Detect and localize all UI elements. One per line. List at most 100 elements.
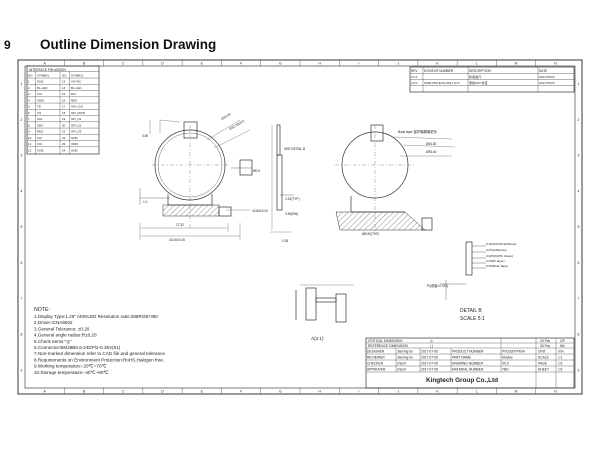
title-block-cell: CHECKER [367, 362, 384, 366]
detail-title: DETAIL B [460, 308, 482, 314]
dim-side-2: 0.35 [282, 239, 288, 243]
title-block-cell: 2017-07-05 [421, 362, 438, 366]
frame-row-right: 3 [578, 154, 580, 158]
pin-cell: VCI [37, 92, 42, 96]
rev-header: DATE [539, 69, 547, 73]
frame-row-right: 5 [578, 225, 580, 229]
pin-cell: VSYNC [71, 80, 82, 84]
dim-back-2: ØB.50(TYP) [362, 232, 379, 236]
title-block-cell: 2017-07-05 [421, 368, 438, 372]
frame-col-bottom: C [122, 390, 125, 394]
pin-cell: 21 [62, 130, 66, 134]
title-block-cell: PVO330YPK04 [502, 350, 525, 354]
dim-front-2: 27.32 [176, 223, 184, 227]
section-view-label: A(2:1) [311, 336, 324, 341]
frame-row-right: 6 [578, 261, 580, 265]
title-block: CRITICAL DIMENSION REFERENCE DIMENSION ◎… [365, 337, 575, 389]
rev-cell: V1.0 [411, 75, 418, 79]
pin-cell: VCI [37, 136, 42, 140]
rev-cell: V2.0 [411, 81, 418, 85]
title-block-cell: APPROVER [367, 368, 386, 372]
frame-col-bottom: B [83, 390, 86, 394]
title-block-side-value: mm [558, 350, 564, 354]
dim-back-1: Ø35.40 [426, 150, 437, 154]
title-block-cell: PART NAME [452, 356, 472, 360]
pin-cell: D/C [71, 92, 77, 96]
frame-col-top: H [318, 62, 321, 66]
pin-cell: 7 [28, 117, 30, 121]
title-block-cell: Jiaming fei [397, 350, 413, 354]
title-block-cell: MATERIAL NUMBER [452, 368, 484, 372]
frame-col-bottom: E [201, 390, 204, 394]
pin-header: NO [28, 74, 33, 78]
note-line: 1.Display Type:1.29" AMOLED Resolution r… [34, 314, 158, 319]
pin-cell: VCI [37, 142, 42, 146]
note-line: 3.General Tolerance: ±0.20 [34, 326, 90, 331]
pin-header: SYMBOL [71, 74, 84, 78]
tol-30-value: NA [560, 344, 565, 348]
frame-col-top: G [279, 62, 282, 66]
dim-side-1: 0.55(Ref) [285, 212, 298, 216]
title-block-cell: V0.0 [502, 362, 509, 366]
pin-cell: 20 [62, 123, 66, 127]
frame-col-bottom: A [44, 390, 47, 394]
frame-row-left: 1 [21, 82, 23, 86]
pin-cell: 4 [28, 98, 30, 102]
section-number: 9 [4, 38, 11, 52]
frame-col-bottom: F [240, 390, 242, 394]
title-block-cell: Module [502, 356, 513, 360]
pin-cell: 24 [62, 148, 66, 152]
pin-cell: 18 [62, 111, 66, 115]
frame-col-top: A [44, 62, 47, 66]
front-view: Ø33.00 Ø32.40(AA) 27.32 43.40±0.15 42.80… [139, 112, 268, 242]
note-line: 4.General angle radius:R±0.20 [34, 333, 97, 338]
dim-front-7: Ø0.5 [253, 169, 260, 173]
note-line: 7.Non-marked dimension refer to CAD file… [34, 351, 165, 356]
pin-cell: 19 [62, 117, 66, 121]
pin-cell: BL-LED [71, 86, 82, 90]
pin-cell: SPI_CLK [71, 105, 83, 109]
frame-col-bottom: I [358, 390, 359, 394]
frame-col-top: B [83, 62, 86, 66]
note-line: 5.Check Items:"◎" [34, 339, 72, 344]
pin-cell: 17 [62, 105, 66, 109]
frame-row-left: 3 [21, 154, 23, 158]
rev-cell: 2017/07/03 [539, 75, 555, 79]
title-block-cell: TBD [502, 368, 509, 372]
pin-cell: 23 [62, 142, 66, 146]
frame-row-left: 9 [21, 368, 23, 372]
frame-row-right: 2 [578, 118, 580, 122]
pin-cell: GND [71, 136, 79, 140]
section-view-a: A(2:1) [295, 284, 354, 341]
frame-col-top: L [476, 62, 478, 66]
detail-b-stack: 0.15(ACF/PolarSheet) 0.07(Adhesive) 0.02… [427, 241, 516, 322]
pin-header: SYMBOL [37, 74, 50, 78]
title-block-side-label: SHEET [538, 368, 549, 372]
detail-scale: SCALE 5:1 [460, 316, 485, 322]
title-block-cell: zhiyi li [397, 368, 406, 372]
boat-tape-label: Boat tape 保护膜撕离把手 [398, 129, 438, 134]
dim-front-4: 42.80±0.20 [252, 209, 268, 213]
frame-row-left: 5 [21, 225, 23, 229]
frame-col-bottom: K [436, 390, 439, 394]
frame-col-bottom: D [161, 390, 164, 394]
frame-col-bottom: N [554, 390, 557, 394]
frame-col-top: I [358, 62, 359, 66]
dim-front-0: Ø33.00 [221, 112, 232, 121]
pin-cell: 3 [28, 92, 30, 96]
frame-row-right: 9 [578, 368, 580, 372]
reference-symbol: ( ) [430, 344, 433, 348]
tol-20-value: OP [560, 339, 566, 343]
pin-cell: SCL [37, 117, 43, 121]
frame-col-top: J [397, 62, 399, 66]
pin-cell: 14 [62, 86, 66, 90]
pin-cell: SPI_MOSI [71, 111, 85, 115]
pin-cell: 8 [28, 123, 30, 127]
pin-cell: VDDI [71, 142, 78, 146]
pin-cell: 12 [28, 148, 32, 152]
frame-row-right: 4 [578, 189, 580, 193]
